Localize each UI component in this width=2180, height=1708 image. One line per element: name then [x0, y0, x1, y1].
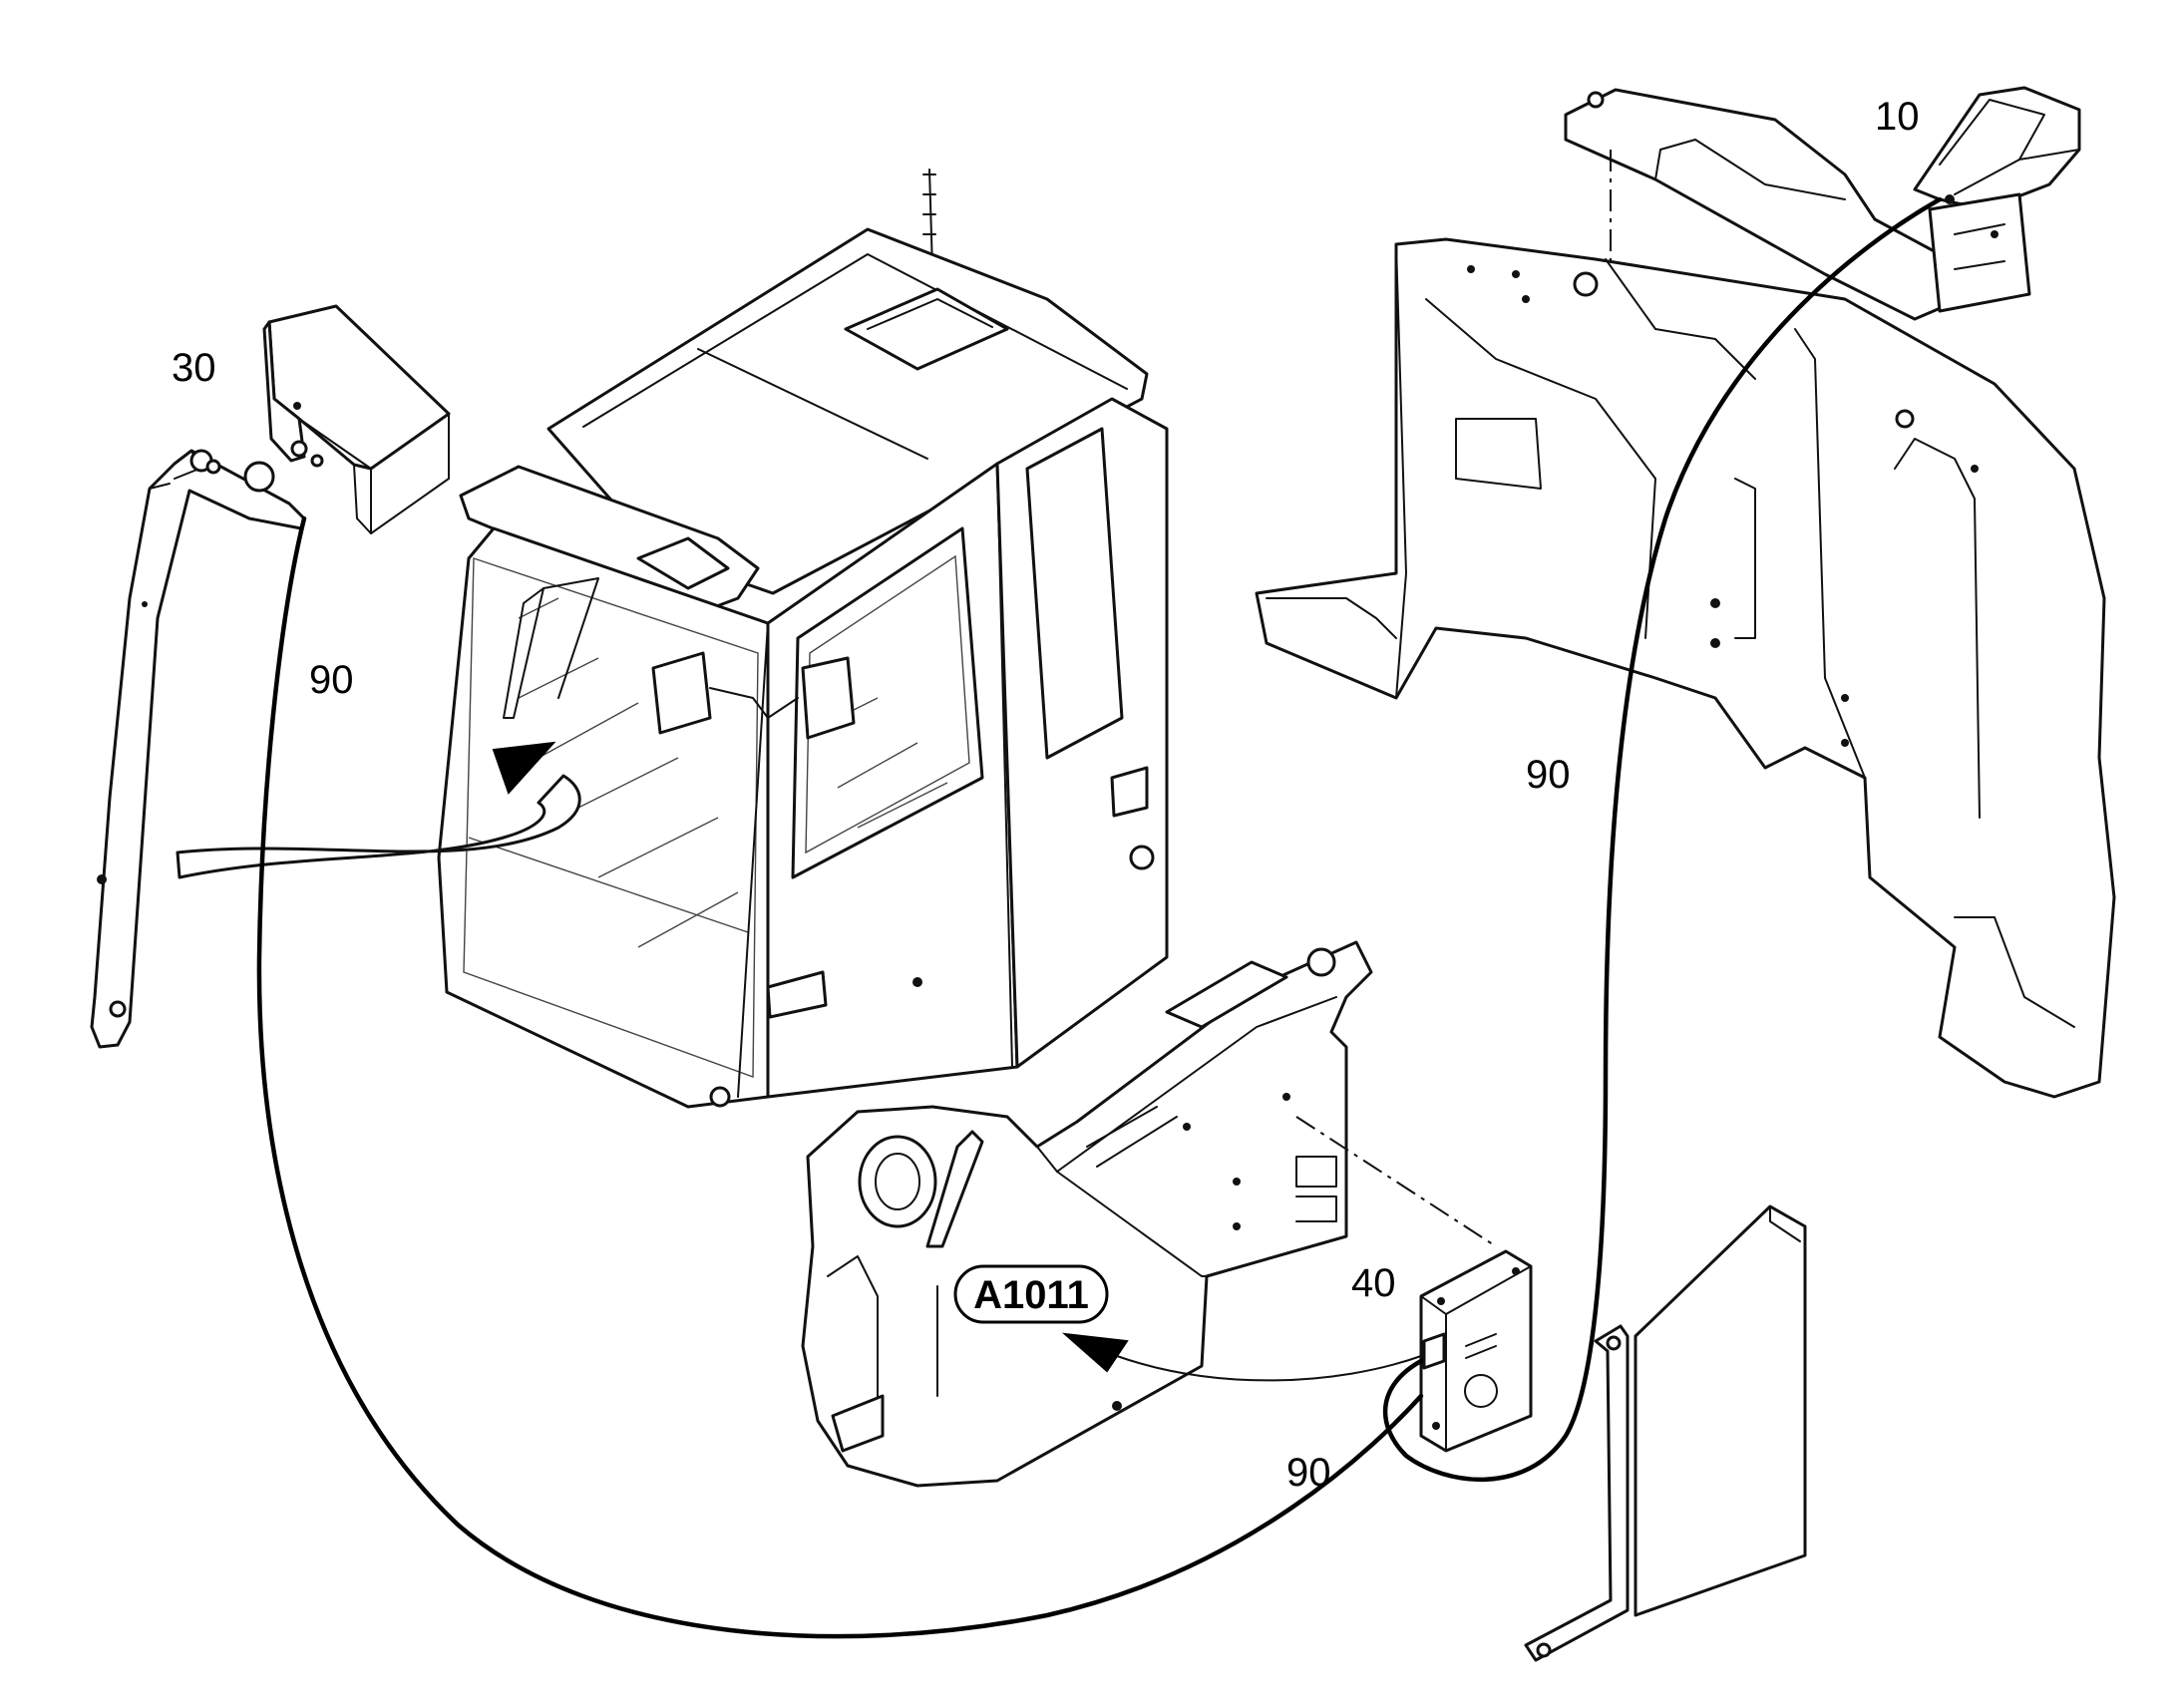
cover-panel: [1524, 1204, 1807, 1662]
callout-controller: 40: [1351, 1261, 1396, 1305]
display-monitor: [1913, 86, 2081, 313]
reference-label: A1011: [973, 1273, 1089, 1317]
monitor-cable: [1382, 196, 1943, 1483]
right-console-frame: [1255, 237, 2116, 1099]
callout-cable-right: 90: [1526, 753, 1571, 797]
cab-reference-arrow: [176, 741, 581, 879]
operator-cab: [437, 169, 1169, 1109]
reference-badge: A1011: [953, 1264, 1109, 1324]
callout-cable-left: 90: [309, 658, 354, 702]
camera-cable: [256, 515, 1424, 1639]
camera-mount-bracket: [90, 449, 306, 1049]
callout-camera: 30: [172, 346, 216, 390]
callout-monitor: 10: [1875, 95, 1920, 139]
controller-reference-arrow: [1061, 1332, 1422, 1382]
controller-unit: [1419, 1249, 1533, 1453]
rear-camera: [243, 304, 451, 534]
callout-cable-bottom: 90: [1286, 1451, 1331, 1495]
left-console-frame: [801, 940, 1373, 1488]
